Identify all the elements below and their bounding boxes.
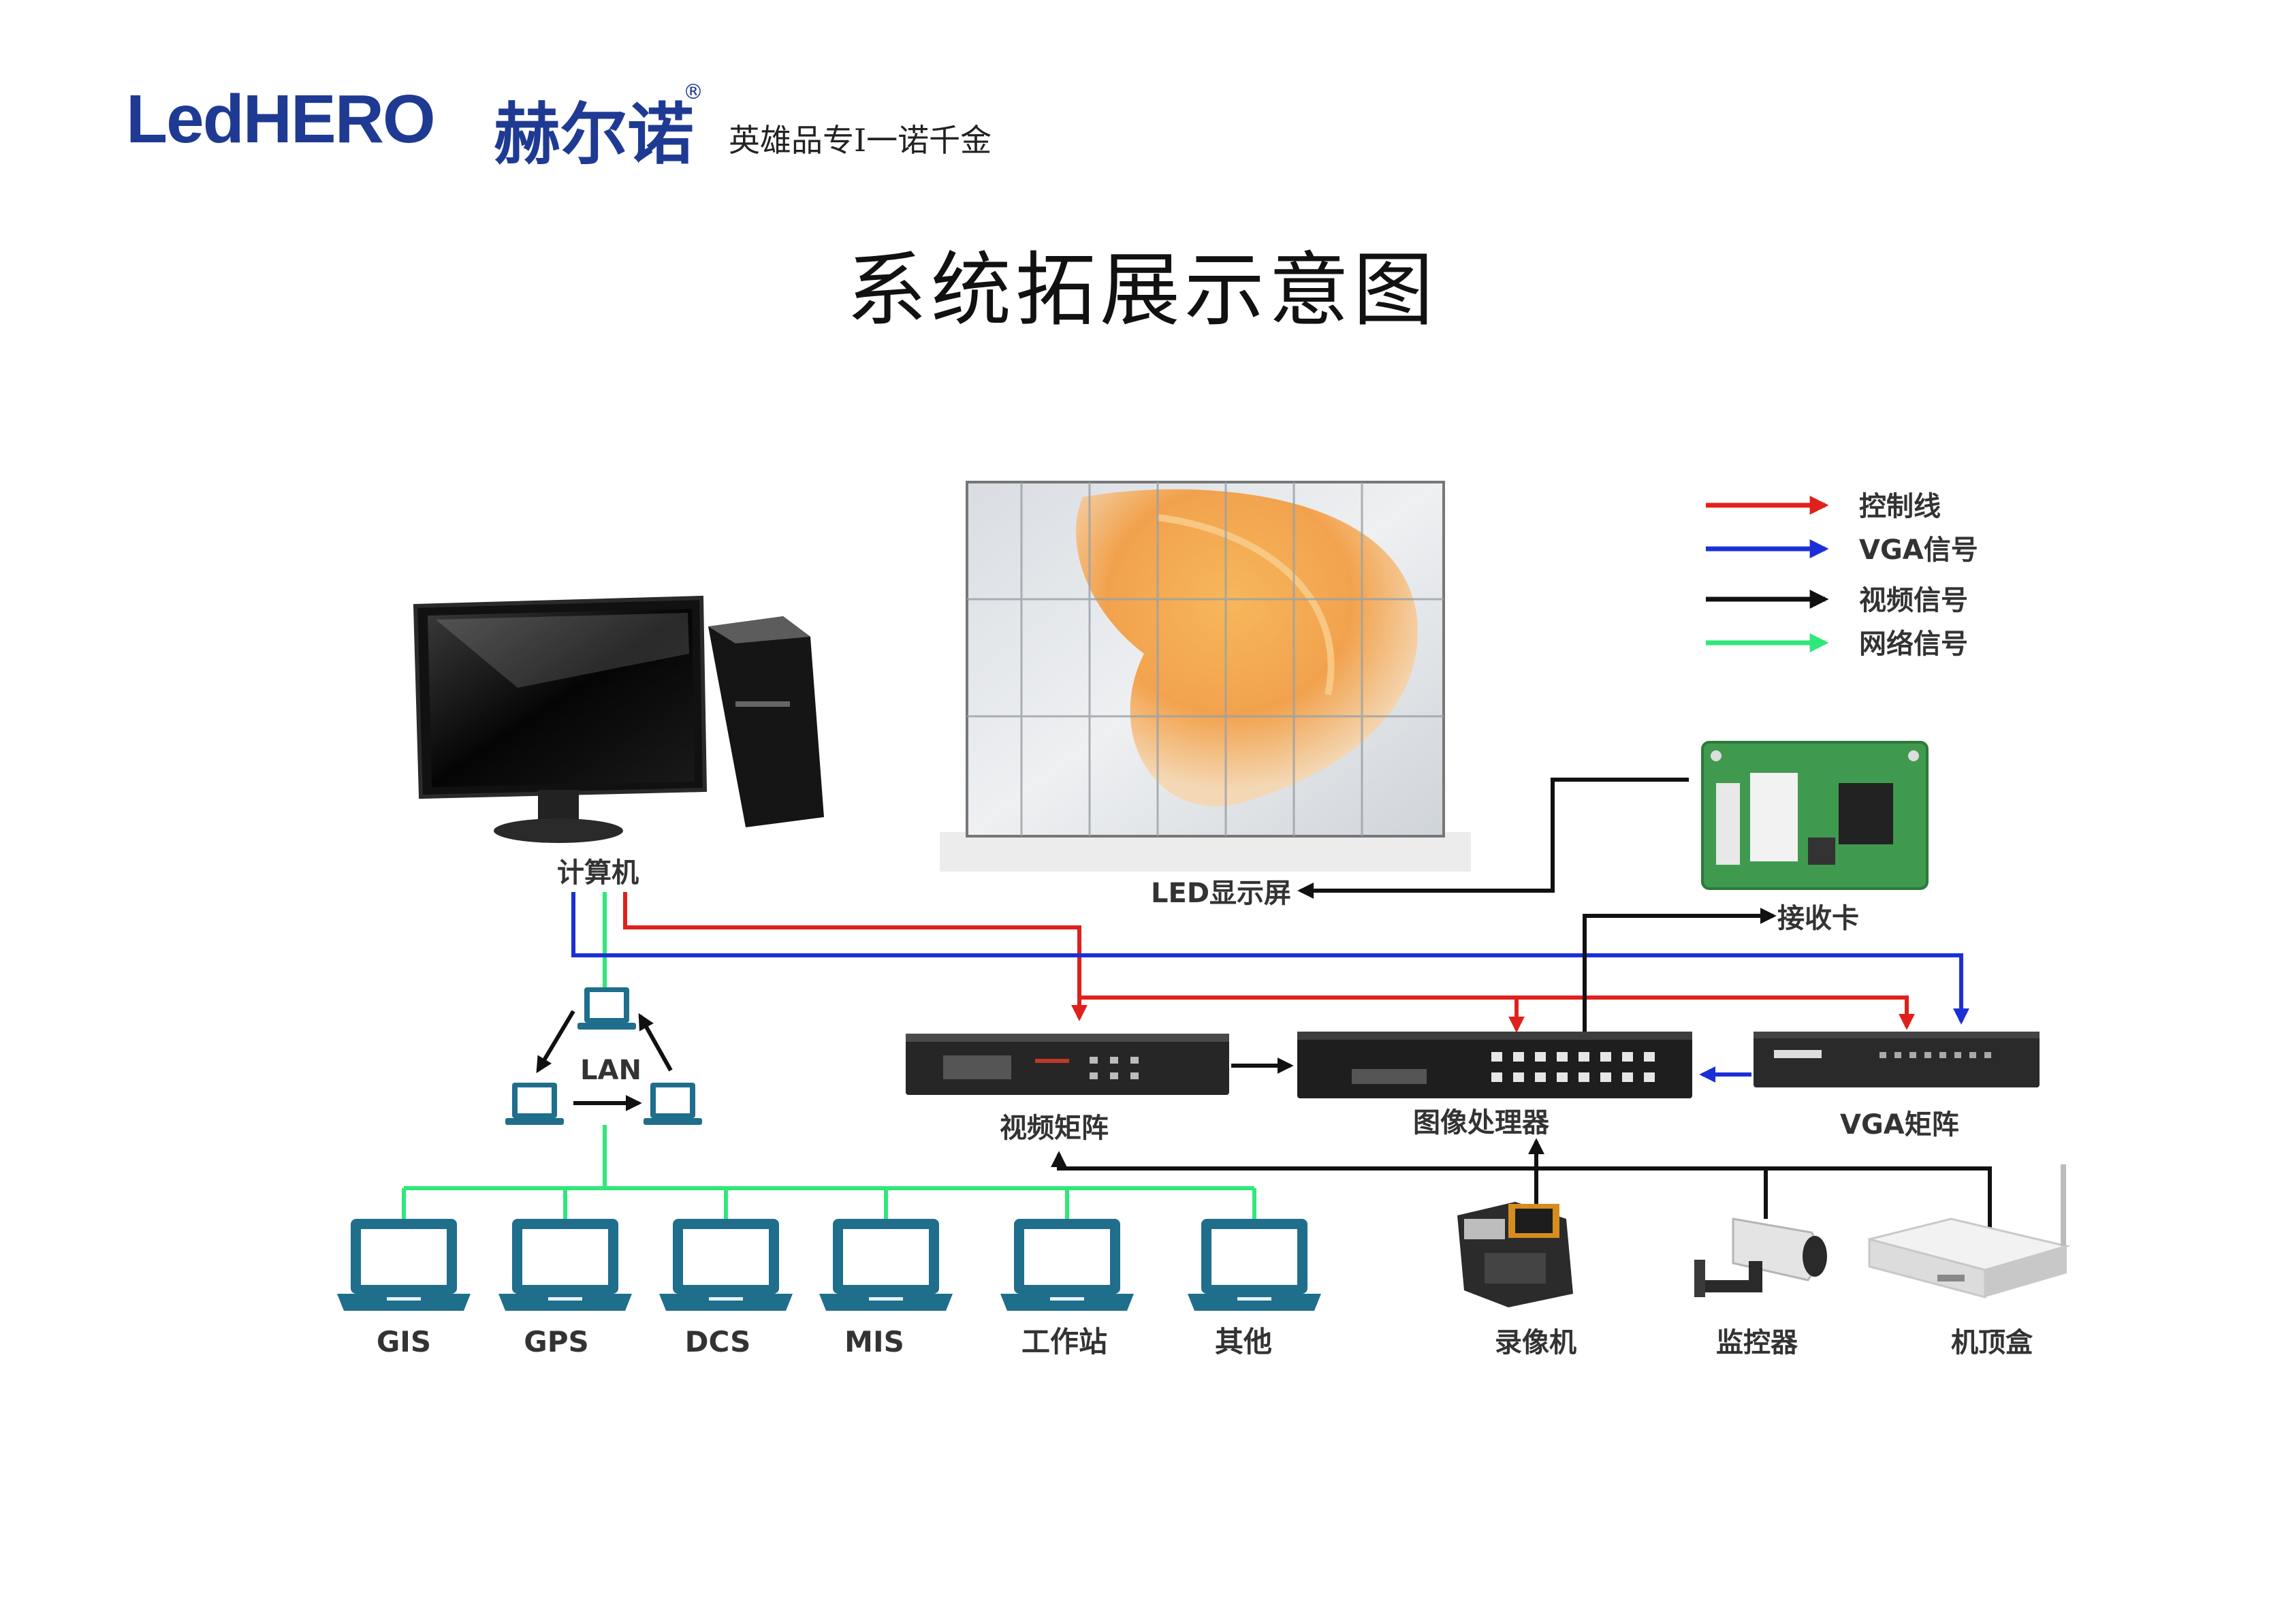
brand-logo-chinese: 赫尔诺 — [494, 95, 695, 174]
computer-label: 计算机 — [557, 857, 639, 889]
legend-label: 网络信号 — [1859, 628, 1968, 660]
terminal-other: 其他 — [1188, 1219, 1321, 1358]
vga-matrix: VGA矩阵 — [1754, 1032, 2040, 1141]
lan-label: LAN — [580, 1055, 641, 1086]
terminal-label: MIS — [844, 1325, 904, 1358]
legend-label: 视频信号 — [1859, 585, 1968, 616]
page-title: 系统拓展示意图 — [846, 243, 1438, 337]
led-display-wall: LED显示屏 — [940, 481, 1471, 909]
video-lines — [1051, 778, 1992, 1254]
control-lines — [623, 892, 1915, 1033]
terminal-label: 其他 — [1215, 1325, 1272, 1358]
registered-mark: ® — [683, 80, 703, 104]
surveillance-camera: 监控器 — [1694, 1217, 1827, 1358]
terminal-gps: GPS — [498, 1219, 632, 1358]
set-top-box: 机顶盒 — [1868, 1164, 2071, 1358]
legend-item-control: 控制线 — [1706, 491, 1941, 522]
video-recorder: 录像机 — [1457, 1202, 1576, 1358]
legend: 控制线 VGA信号 视频信号 网络信号 — [1706, 491, 1978, 660]
source-label: 监控器 — [1716, 1327, 1798, 1358]
video-matrix-label: 视频矩阵 — [1000, 1113, 1109, 1144]
terminal-gis: GIS — [337, 1219, 471, 1358]
terminal-group: GIS GPS DCS MIS 工作站 其他 — [337, 1219, 1321, 1358]
terminal-label: GIS — [377, 1325, 431, 1358]
receiver-card: 接收卡 — [1701, 741, 1929, 934]
laptop-icon — [577, 987, 636, 1030]
terminal-label: GPS — [524, 1325, 589, 1358]
computer: 计算机 — [413, 595, 824, 889]
terminal-label: DCS — [685, 1325, 751, 1358]
terminal-dcs: DCS — [659, 1219, 793, 1358]
vga-lines — [571, 892, 1969, 1083]
vga-matrix-label: VGA矩阵 — [1840, 1109, 1959, 1141]
terminal-label: 工作站 — [1021, 1325, 1107, 1358]
brand-logo-latin: LedHERO — [126, 81, 436, 157]
legend-item-vga: VGA信号 — [1706, 535, 1978, 566]
laptop-icon — [505, 1083, 564, 1125]
tagline: 英雄品专I一诺千金 — [729, 122, 992, 159]
legend-label: 控制线 — [1859, 491, 1941, 522]
source-label: 机顶盒 — [1951, 1327, 2033, 1358]
led-screen-label: LED显示屏 — [1151, 878, 1291, 909]
video-matrix: 视频矩阵 — [906, 1034, 1229, 1144]
lan-cluster: LAN — [505, 987, 702, 1125]
terminal-mis: MIS — [819, 1219, 953, 1358]
terminal-workstation: 工作站 — [1000, 1219, 1134, 1358]
source-label: 录像机 — [1495, 1327, 1576, 1358]
network-lines — [402, 892, 1256, 1219]
image-processor: 图像处理器 — [1297, 1032, 1692, 1139]
image-processor-label: 图像处理器 — [1413, 1107, 1550, 1139]
legend-item-video: 视频信号 — [1706, 585, 1968, 616]
legend-label: VGA信号 — [1859, 535, 1978, 566]
receiver-card-label: 接收卡 — [1777, 903, 1859, 934]
laptop-icon — [644, 1083, 702, 1125]
legend-item-network: 网络信号 — [1706, 628, 1968, 660]
